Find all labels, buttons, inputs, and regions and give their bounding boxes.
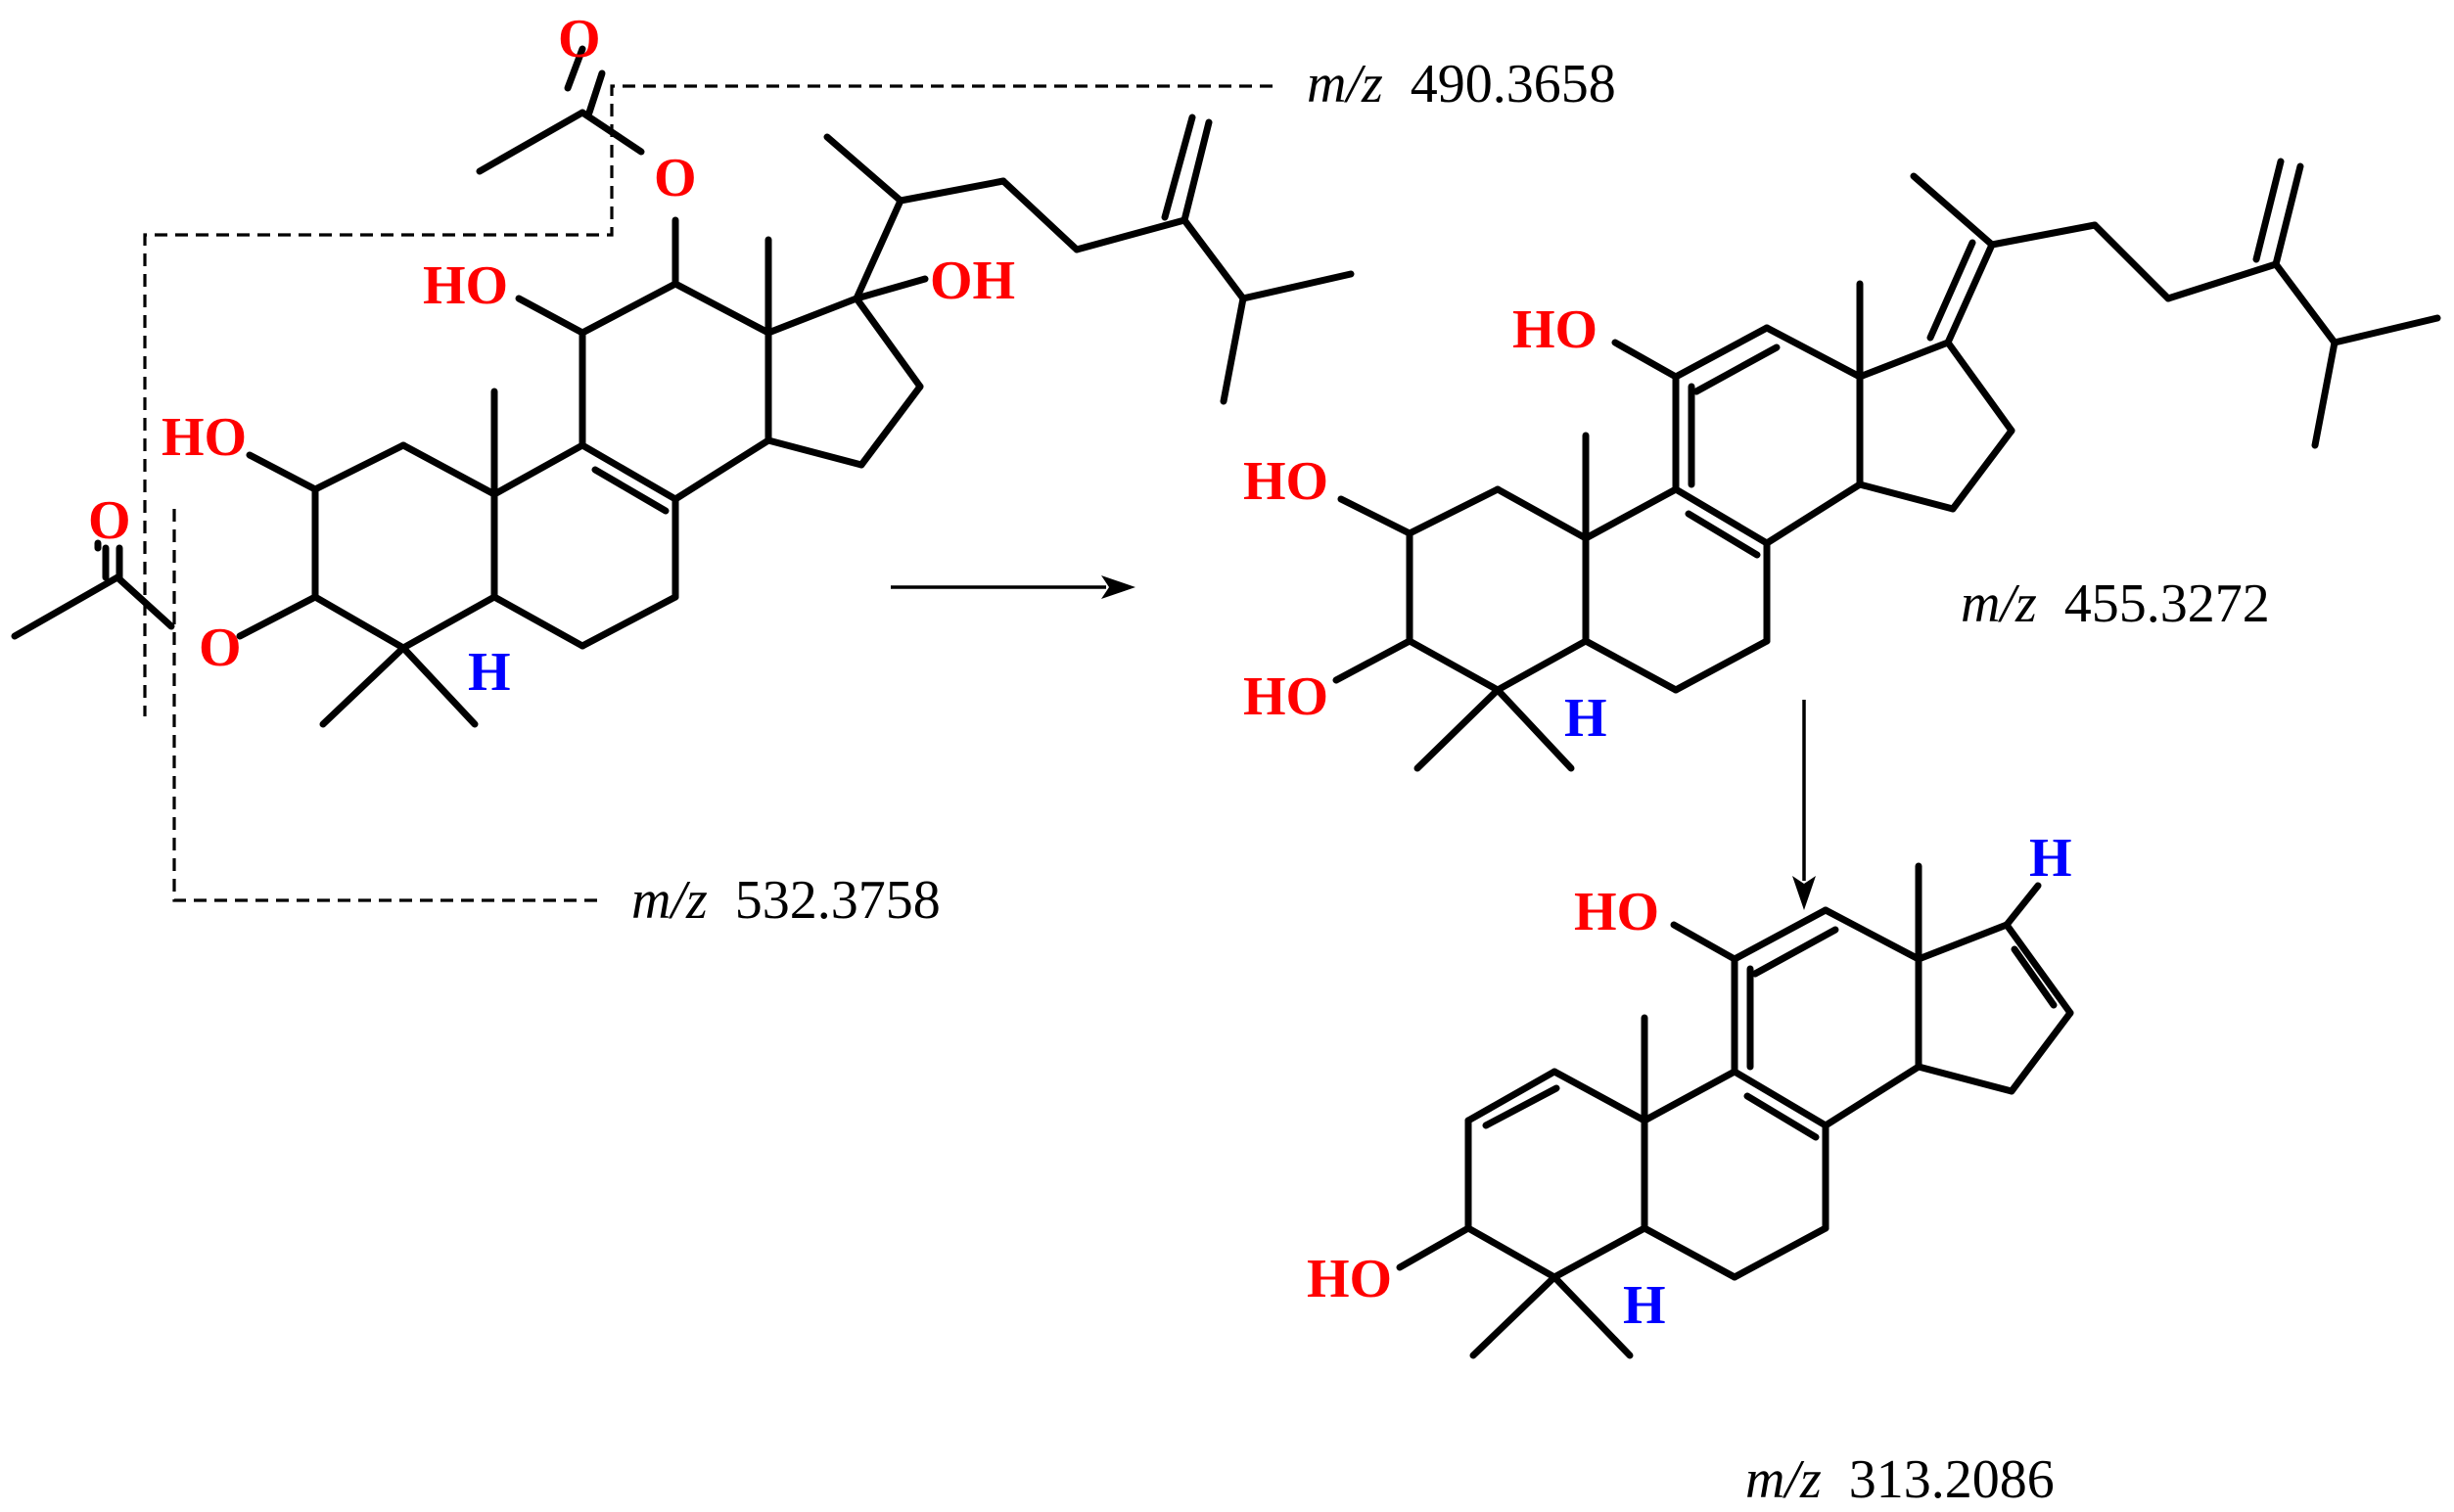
ion-label-490: m/z 490.3658 (1307, 54, 1616, 115)
atom-ho-c-c3: HO (1307, 1249, 1392, 1309)
atom-h-c-c17: H (2029, 828, 2072, 889)
atom-ho-b-c2: HO (1243, 451, 1328, 512)
mz-value: 313.2086 (1849, 1449, 2055, 1510)
arrow-right (891, 575, 1135, 599)
molecule-precursor-backdrop (0, 0, 1028, 979)
atom-o-ester-top: O (654, 148, 697, 208)
atom-o-acyl-top: O (558, 9, 601, 69)
svg-text:m/z 455.3272: m/z 455.3272 (1961, 573, 2270, 634)
mz-value: 490.3658 (1411, 54, 1616, 115)
arrow-down (1792, 700, 1816, 910)
atom-ho-b-c11: HO (1512, 299, 1597, 360)
mz-prefix: m/z (1961, 573, 2037, 634)
atom-ho-a-c11: HO (423, 255, 508, 316)
ion-label-455: m/z 455.3272 (1961, 573, 2270, 634)
ion-label-532: m/z 532.3758 (631, 870, 941, 931)
molecule-ion-313-structure (1396, 862, 2074, 1359)
cleavage-490-line (143, 84, 1273, 716)
atom-o-acyl-left: O (88, 490, 131, 551)
atom-h-b-c5: H (1564, 688, 1607, 749)
molecule-ion-455-structure (1332, 158, 2441, 772)
svg-text:m/z 490.3658: m/z 490.3658 (1307, 54, 1616, 115)
mz-prefix: m/z (1307, 54, 1383, 115)
atom-ho-c-c11: HO (1574, 882, 1659, 942)
atom-h-c-c5: H (1623, 1275, 1666, 1336)
atom-ho-a-c2: HO (162, 407, 247, 468)
atom-ho-b-c3: HO (1243, 666, 1328, 727)
atom-h-a-c5: H (468, 642, 511, 703)
mz-value: 455.3272 (2064, 573, 2270, 634)
svg-text:m/z 313.2086: m/z 313.2086 (1745, 1449, 2055, 1510)
mz-prefix: m/z (1745, 1449, 1822, 1510)
ion-label-313: m/z 313.2086 (1745, 1449, 2055, 1510)
atom-oh-a-c17: OH (930, 251, 1015, 311)
mz-value: 532.3758 (735, 870, 941, 931)
molecule-precursor-structure (11, 45, 1355, 728)
cleavage-532-line (172, 509, 602, 902)
svg-text:m/z 532.3758: m/z 532.3758 (631, 870, 941, 931)
molecule-ion-455-atoms: HO HO HO H (1243, 299, 1607, 749)
molecule-ion-313-atoms: H HO HO H (1307, 828, 2072, 1336)
fragmentation-lines (143, 84, 1273, 902)
atom-o-ester-left: O (199, 618, 242, 678)
mz-prefix: m/z (631, 870, 708, 931)
molecule-precursor-atoms: O O O O HO OH HO H (88, 9, 1015, 703)
